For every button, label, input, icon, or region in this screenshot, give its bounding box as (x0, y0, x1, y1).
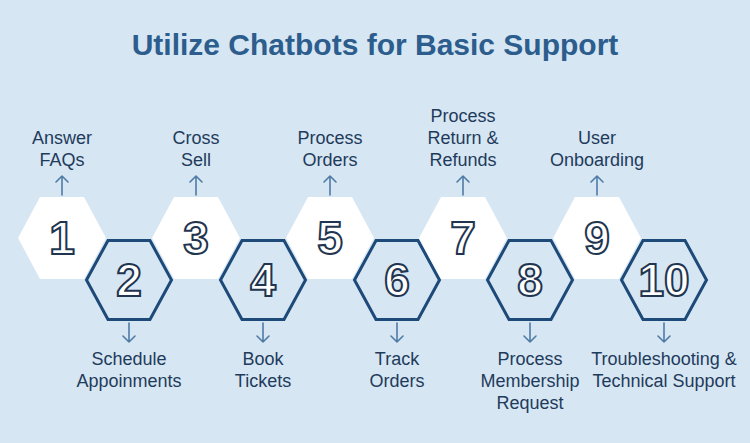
leader-arrow (324, 176, 336, 195)
leader-arrow (524, 323, 536, 342)
step-number: 7 (418, 196, 508, 280)
step-label: Answer FAQs (22, 127, 102, 171)
hexagon-step: 7Process Return & Refunds (418, 196, 508, 280)
hexagon-step: 3Cross Sell (151, 196, 241, 280)
leader-arrow (190, 176, 202, 195)
hexagon-step: 4Book Tickets (218, 238, 308, 322)
step-label: Process Return & Refunds (417, 105, 509, 171)
leader-arrow (658, 323, 670, 342)
step-number: 4 (218, 238, 308, 322)
step-label: Process Membership Request (474, 348, 586, 414)
leader-arrow (123, 323, 135, 342)
step-number: 1 (17, 196, 107, 280)
hexagon-step: 2Schedule Appoinments (84, 238, 174, 322)
step-label: Cross Sell (161, 127, 231, 171)
step-number: 3 (151, 196, 241, 280)
step-number: 2 (84, 238, 174, 322)
step-number: 5 (285, 196, 375, 280)
leader-arrow (257, 323, 269, 342)
diagram-title: Utilize Chatbots for Basic Support (0, 28, 750, 62)
leader-arrow (391, 323, 403, 342)
hexagon-step: 8Process Membership Request (485, 238, 575, 322)
step-label: User Onboarding (545, 127, 649, 171)
step-number: 8 (485, 238, 575, 322)
leader-arrow (457, 176, 469, 195)
step-label: Process Orders (285, 127, 375, 171)
hexagon-step: 10Troubleshooting & Technical Support (619, 238, 709, 322)
hexagon-step: 5Process Orders (285, 196, 375, 280)
leader-arrow (591, 176, 603, 195)
step-number: 9 (552, 196, 642, 280)
step-label: Track Orders (357, 348, 437, 392)
hexagon-step: 6Track Orders (352, 238, 442, 322)
step-number: 6 (352, 238, 442, 322)
step-label: Schedule Appoinments (64, 348, 194, 392)
leader-arrow (56, 176, 68, 195)
hexagon-step: 9User Onboarding (552, 196, 642, 280)
step-label: Book Tickets (223, 348, 303, 392)
step-number: 10 (619, 238, 709, 322)
step-label: Troubleshooting & Technical Support (588, 348, 740, 392)
hexagon-step: 1Answer FAQs (17, 196, 107, 280)
